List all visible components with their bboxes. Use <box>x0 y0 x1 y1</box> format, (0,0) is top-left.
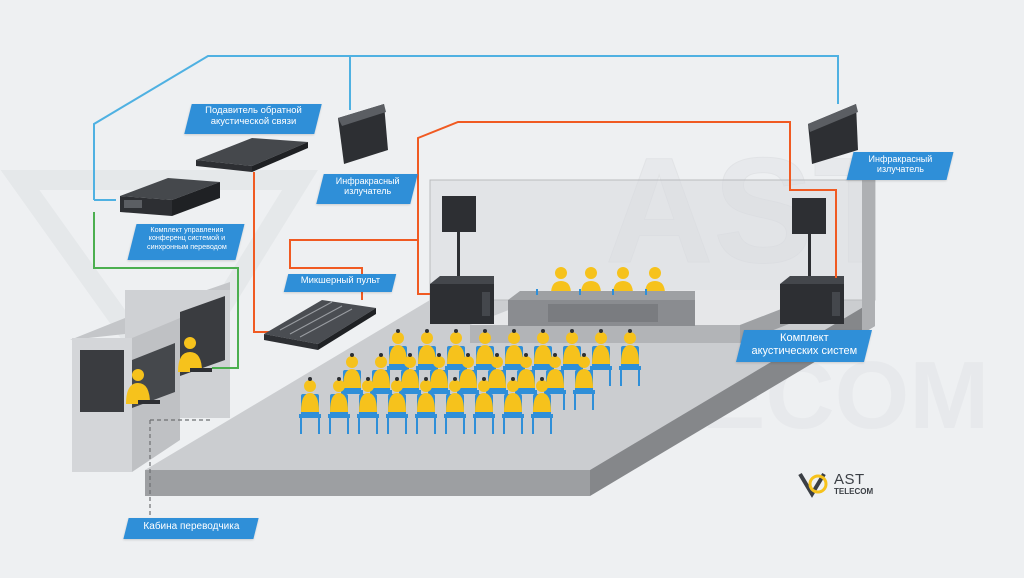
label-ir-emitter-right-text: Инфракрасный излучатель <box>868 154 933 175</box>
logo-name: AST <box>834 471 865 488</box>
person-icon <box>537 332 549 344</box>
presidium-person <box>613 267 633 294</box>
interpreter-person-icon <box>178 352 202 372</box>
speaker-icon <box>792 198 826 234</box>
speaker-right <box>780 198 844 324</box>
audience-seat <box>531 377 553 434</box>
label-ir-emitter-left: Инфракрасный излучатель <box>316 174 418 204</box>
ast-logo-mark <box>798 472 828 498</box>
person-icon <box>391 380 403 392</box>
speaker-icon <box>442 196 476 232</box>
audience-seat <box>328 377 350 434</box>
label-mixer-text: Микшерный пульт <box>300 275 381 286</box>
audience-seat <box>357 377 379 434</box>
mixer-console-icon <box>264 300 376 350</box>
interpreter-booths <box>70 282 230 520</box>
control-kit-device <box>120 178 220 216</box>
label-mixer: Микшерный пульт <box>283 274 397 292</box>
presidium-person <box>645 267 665 294</box>
cable-green-to-booths <box>93 212 239 369</box>
presidium <box>508 267 695 326</box>
audience-seat <box>387 329 409 386</box>
audience-seat <box>503 329 525 386</box>
label-interpreter-booth: Кабина переводчика <box>123 518 259 539</box>
cable-orange-to-right-speaker <box>417 121 837 278</box>
person-icon <box>520 356 532 368</box>
label-control-kit-text: Комплект управления конференц системой и… <box>146 225 227 251</box>
person-icon <box>404 356 416 368</box>
audience <box>299 329 641 434</box>
person-icon <box>491 356 503 368</box>
person-icon <box>421 332 433 344</box>
audience-seat <box>619 329 641 386</box>
back-wall-post <box>862 180 875 334</box>
audience-seat <box>415 377 437 434</box>
label-control-kit: Комплект управления конференц системой и… <box>127 224 245 260</box>
audience-seat <box>590 329 612 386</box>
person-icon <box>304 380 316 392</box>
audience-seat <box>561 329 583 386</box>
person-icon <box>595 332 607 344</box>
label-feedback-suppressor-text: Подавитель обратной акустической связи <box>205 105 302 127</box>
person-icon <box>624 332 636 344</box>
presidium-table-top <box>508 291 695 300</box>
presidium-person <box>551 267 571 294</box>
person-icon <box>478 380 490 392</box>
audience-seat <box>299 377 321 434</box>
audience-seat <box>444 377 466 434</box>
person-icon <box>508 332 520 344</box>
audience-seat <box>457 353 479 410</box>
person-icon <box>479 332 491 344</box>
audience-seat <box>445 329 467 386</box>
presidium-person <box>581 267 601 294</box>
person-icon <box>420 380 432 392</box>
audience-seat <box>473 377 495 434</box>
person-icon <box>578 356 590 368</box>
person-icon <box>333 380 345 392</box>
audience-seat <box>474 329 496 386</box>
audience-seat <box>573 353 595 410</box>
cable-orange-mixer-speaker <box>289 239 430 300</box>
person-icon <box>433 356 445 368</box>
person-icon <box>462 356 474 368</box>
feedback-suppressor-device <box>196 138 308 172</box>
person-icon <box>450 332 462 344</box>
label-feedback-suppressor: Подавитель обратной акустической связи <box>184 104 322 134</box>
person-icon <box>536 380 548 392</box>
speaker-left <box>430 196 494 324</box>
label-speaker-kit-text: Комплект акустических систем <box>751 332 858 357</box>
label-ir-emitter-left-text: Инфракрасный излучатель <box>335 176 400 197</box>
audience-seat <box>386 377 408 434</box>
audience-seat <box>544 353 566 410</box>
person-icon <box>507 380 519 392</box>
ir-emitter-right <box>808 104 858 164</box>
person-icon <box>449 380 461 392</box>
interpreter-person-icon <box>126 383 150 404</box>
floor-front-edge <box>145 470 590 496</box>
booth-front-window <box>80 350 124 412</box>
person-icon <box>392 332 404 344</box>
presidium-table-panel <box>548 304 658 322</box>
cables <box>93 55 839 369</box>
person-icon <box>549 356 561 368</box>
cable-orange-suppressor-mixer <box>253 172 270 333</box>
label-interpreter-booth-text: Кабина переводчика <box>143 521 240 532</box>
ast-logo: AST TELECOM <box>834 472 873 496</box>
audience-seat <box>502 377 524 434</box>
person-icon <box>362 380 374 392</box>
label-speaker-kit: Комплект акустических систем <box>736 330 872 362</box>
cable-blue-to-right-ir <box>93 55 839 200</box>
person-icon <box>346 356 358 368</box>
label-ir-emitter-right: Инфракрасный излучатель <box>846 152 954 180</box>
person-icon <box>375 356 387 368</box>
person-icon <box>566 332 578 344</box>
ir-emitter-left <box>338 104 388 164</box>
logo-sub: TELECOM <box>834 487 874 496</box>
watermark-v-shape <box>0 170 318 409</box>
